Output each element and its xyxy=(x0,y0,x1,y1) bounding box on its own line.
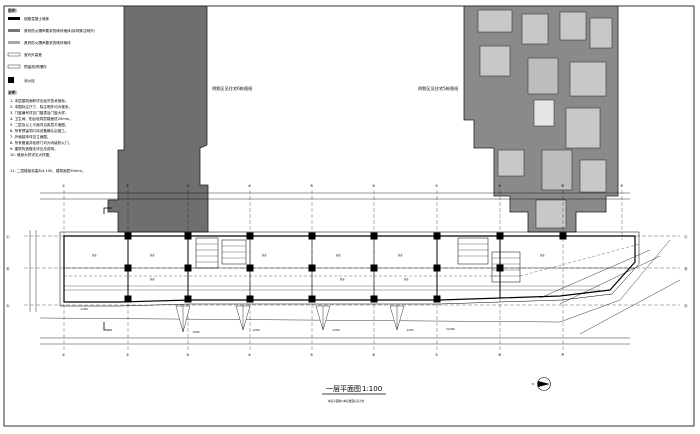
room-label-7: 商业 xyxy=(150,277,155,281)
legend-item-6: 消火栓 xyxy=(24,78,35,83)
note-11: 11. 二层楼板标高为4.100，建筑面层50mm。 xyxy=(10,168,85,173)
elevation-labels: -0.050 -0.050 -0.050 -0.050 ±0.000 -0.05… xyxy=(80,308,455,334)
room-label-8: 商业 xyxy=(340,277,345,281)
legend-panel: 图例： 钢筋混凝土墙体 具有防火隔声要求的砌块墙体(除特殊注明外) 具有防火隔声… xyxy=(7,8,96,83)
drawing-title: 一层平面图 xyxy=(326,385,361,393)
axis-bottom-9: ⑨ xyxy=(561,353,565,357)
legend-swatch-opening xyxy=(7,64,21,69)
legend-item-3: 具有防火隔声要求的砌块墙体 xyxy=(24,40,71,45)
elevation-5: ±0.000 xyxy=(446,328,455,331)
drawing-scale: 1:100 xyxy=(362,385,382,393)
room-label-4: 商业 xyxy=(336,253,341,257)
axis-bottom-5: ⑤ xyxy=(310,353,314,357)
legend-swatch-block-a xyxy=(8,29,20,32)
axis-bubbles-side: Ⓒ Ⓑ Ⓐ Ⓒ Ⓑ Ⓐ xyxy=(6,234,688,308)
axis-right-a: Ⓐ xyxy=(684,303,688,308)
axis-top-8: ⑧ xyxy=(498,184,502,188)
room-label-1: 商业 xyxy=(92,253,97,257)
legend-heading: 图例： xyxy=(8,8,19,13)
room-labels: 商业 商业 商业 商业 商业 商业 商业 商业 商业 xyxy=(92,253,545,281)
axis-top-9: ⑨ xyxy=(561,184,565,188)
north-arrow-icon: N xyxy=(532,377,551,391)
axis-left-c: Ⓒ xyxy=(6,234,10,239)
axis-top-4: ④ xyxy=(248,184,251,188)
axis-top-5: ⑤ xyxy=(310,184,314,188)
shadow-tower-left xyxy=(107,5,209,233)
axis-left-b: Ⓑ xyxy=(6,266,10,271)
note-7: 7. 外墙装饰详见立面图。 xyxy=(10,134,51,139)
axis-bottom-6: ⑥ xyxy=(372,353,376,357)
shadow-label-right: 阴影区见住宅5栋图纸 xyxy=(418,85,459,92)
first-floor-plan xyxy=(39,231,681,335)
sheet-frame xyxy=(3,5,695,427)
notes-panel: 说明： 1. 本层建筑面积详见经济技术指标。 2. 本图标注尺寸，除注明外均为毫… xyxy=(8,90,85,173)
axis-bubbles-bottom: ① ② ③ ④ ⑤ ⑥ ⑦ ⑧ ⑨ xyxy=(62,353,565,357)
legend-swatch-concrete xyxy=(8,17,20,20)
note-5: 5. 二层及以上平面详见各层平面图。 xyxy=(10,122,68,127)
note-9: 9. 建筑构造做法详见总说明。 xyxy=(10,146,58,151)
legend-item-5: 预留洞/预埋件 xyxy=(24,64,47,69)
axis-top-7: ⑦ xyxy=(435,184,438,188)
axis-top-3: ③ xyxy=(186,184,189,188)
legend-item-1: 钢筋混凝土墙体 xyxy=(24,16,50,21)
axis-top-6: ⑥ xyxy=(372,184,376,188)
axis-bottom-8: ⑧ xyxy=(498,353,502,357)
note-10: 10. 墙身大样详见大样图。 xyxy=(10,152,53,157)
axis-left-a: Ⓐ xyxy=(6,303,10,308)
axis-top-1: ① xyxy=(62,184,65,188)
notes-heading: 说明： xyxy=(8,90,19,95)
note-8: 8. 所有管道井检修门均为丙级防火门。 xyxy=(10,140,72,145)
room-label-9: 商业 xyxy=(404,277,409,281)
hydrant-icon xyxy=(8,77,14,83)
axis-right-c: Ⓒ xyxy=(684,234,688,239)
note-4: 4. 卫生间、阳台较同层楼面低20mm。 xyxy=(10,116,73,121)
note-3: 3. 门窗编号详见门窗表及门窗大样。 xyxy=(10,110,68,115)
slope-arrows xyxy=(175,305,405,333)
axis-bottom-2: ② xyxy=(126,353,129,357)
axis-top-2: ② xyxy=(126,184,129,188)
drawing-title-block: 一层平面图 1:100 本层平面图以本层楼面标高为准 xyxy=(322,385,386,403)
legend-item-2: 具有防火隔声要求的砌块墙体(除特殊注明外) xyxy=(24,28,96,33)
elevation-6: -0.050 xyxy=(80,308,88,311)
axis-top-10: ⑩ xyxy=(620,184,623,188)
axis-bottom-4: ④ xyxy=(248,353,251,357)
section-mark-top xyxy=(103,207,112,214)
elevation-2: -0.050 xyxy=(252,329,260,332)
axis-bottom-7: ⑦ xyxy=(435,353,438,357)
elevation-1: -0.050 xyxy=(192,331,200,334)
room-label-5: 商业 xyxy=(398,253,403,257)
shadow-tower-right xyxy=(463,5,619,233)
legend-swatch-level xyxy=(7,52,21,57)
room-label-3: 商业 xyxy=(262,253,267,257)
note-6: 6. 所有预留洞口待设备确认后施工。 xyxy=(10,128,68,133)
elevation-3: -0.050 xyxy=(332,329,340,332)
legend-swatch-block-b xyxy=(8,41,20,44)
legend-item-4: 室内外高差 xyxy=(24,52,42,57)
drawing-subtitle: 本层平面图以本层楼面标高为准 xyxy=(328,399,365,403)
elevation-4: -0.050 xyxy=(406,329,414,332)
axis-bottom-3: ③ xyxy=(186,353,189,357)
shadow-label-left: 阴影区见住宅6栋图纸 xyxy=(212,85,253,92)
room-label-6: 商业 xyxy=(540,253,545,257)
section-mark-bottom xyxy=(103,322,112,331)
axis-bottom-1: ① xyxy=(62,353,65,357)
note-1: 1. 本层建筑面积详见经济技术指标。 xyxy=(10,98,68,103)
axis-bubbles-top: ① ② ③ ④ ⑤ ⑥ ⑦ ⑧ ⑨ ⑩ xyxy=(62,184,623,188)
room-label-2: 商业 xyxy=(150,253,155,257)
note-2: 2. 本图标注尺寸，除注明外均为毫米。 xyxy=(10,104,72,109)
axis-right-b: Ⓑ xyxy=(684,266,688,271)
compass-label: N xyxy=(532,383,534,386)
